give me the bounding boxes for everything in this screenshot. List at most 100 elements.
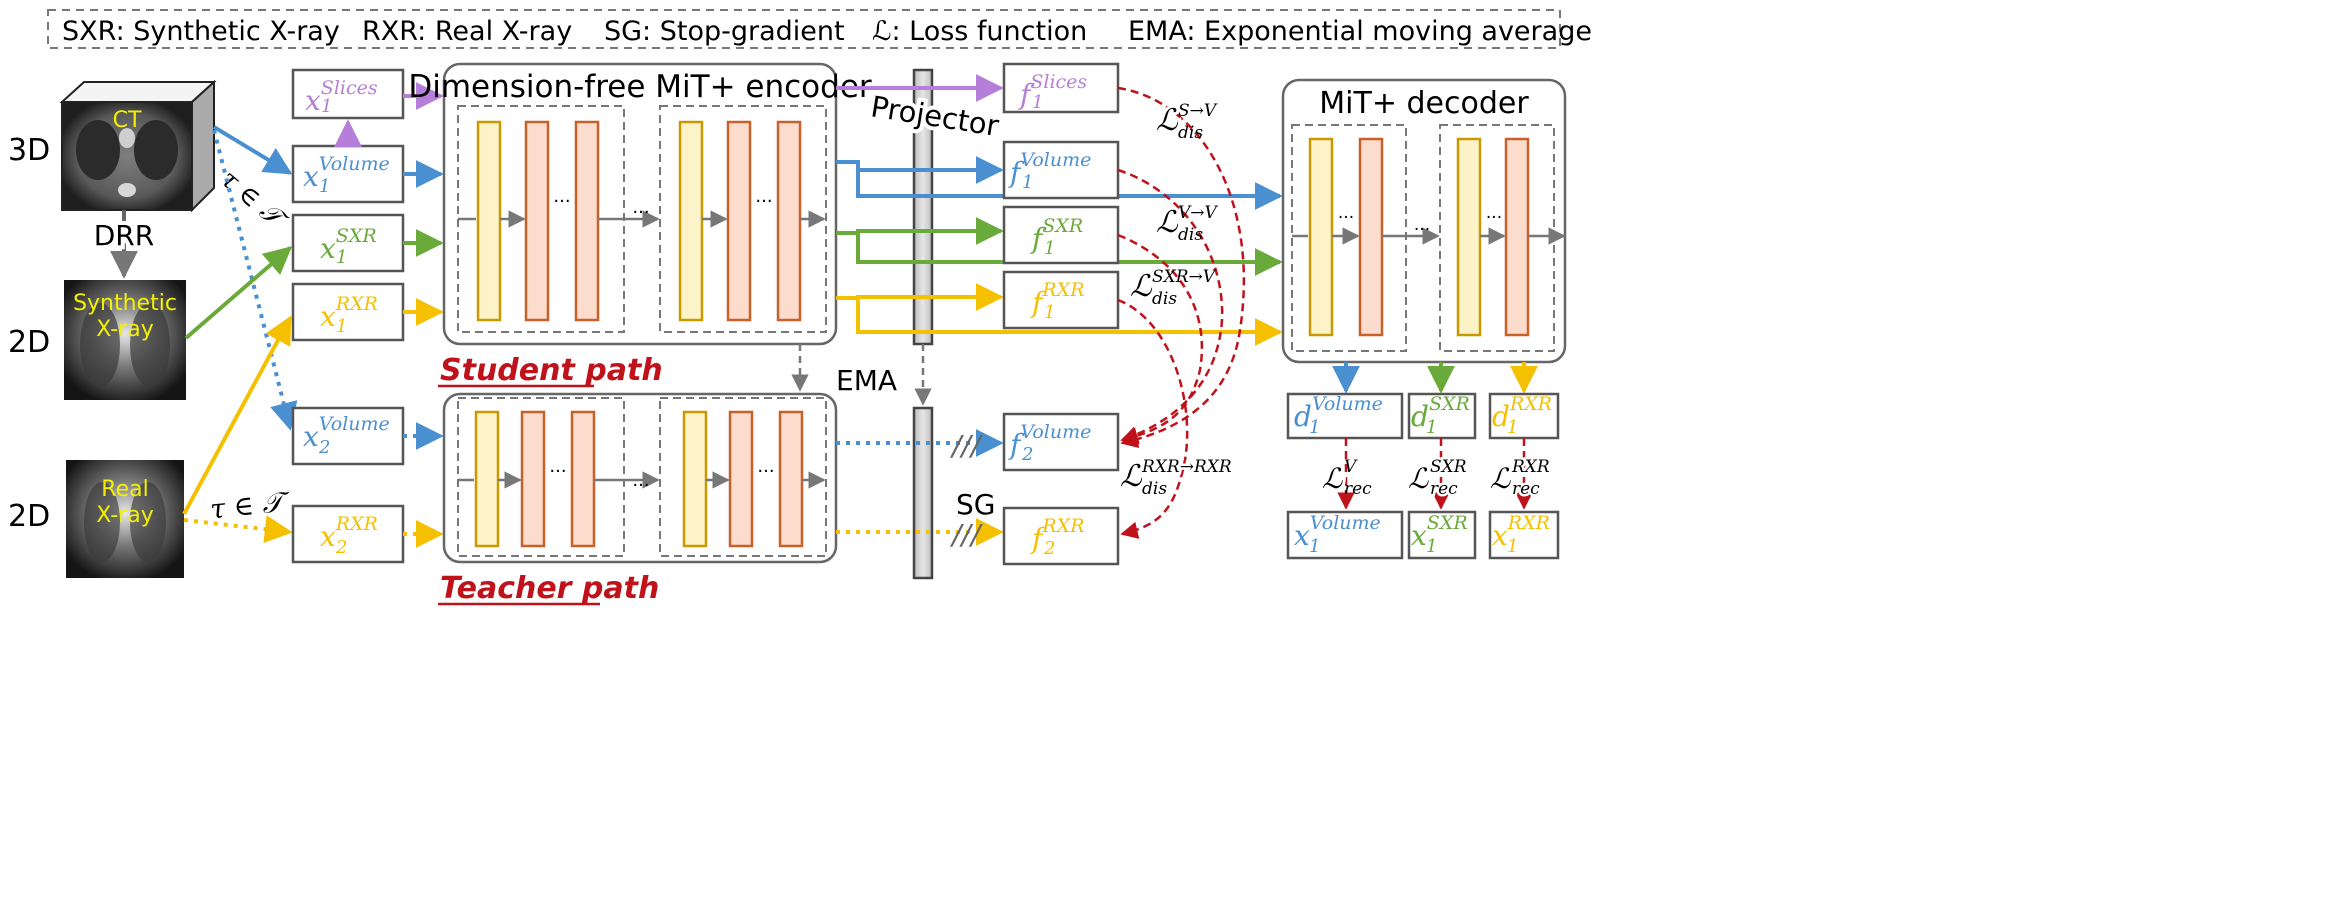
svg-text:2: 2 [1043, 538, 1055, 559]
svg-text:SXR→V: SXR→V [1152, 267, 1217, 287]
student-block-orange-1 [524, 120, 550, 322]
student-block-yellow-1 [476, 120, 502, 322]
decoder-block-yellow-1 [1308, 137, 1334, 337]
svg-text:dVolume: dVolume [1294, 393, 1383, 433]
svg-text:...: ... [1338, 203, 1354, 223]
decoded-d1-volume: dVolume 1 [1286, 392, 1404, 440]
loss-curve-volume [1117, 168, 1224, 444]
real-label-1: Real [101, 477, 148, 502]
svg-text:xVolume: xVolume [303, 413, 390, 453]
drr-label: DRR [94, 219, 154, 252]
arrow-enc-rxr [836, 283, 1004, 311]
svg-text:1: 1 [336, 247, 347, 268]
loss-curve-rxr [1117, 298, 1189, 539]
arrow-enc-rxr-decoder [856, 298, 1283, 346]
svg-text:2: 2 [1021, 444, 1033, 465]
legend: SXR: Synthetic X-ray RXR: Real X-ray SG:… [47, 9, 1592, 49]
loss-label-sxr2v: ℒ SXR→V dis [1127, 266, 1217, 309]
svg-text:1: 1 [1022, 172, 1033, 193]
real-xray-image: Real X-ray [66, 460, 184, 578]
input-x1-sxr: xSXR 1 [291, 213, 405, 273]
feature-f2-rxr: fRXR 2 [1002, 506, 1120, 566]
svg-text:rec: rec [1430, 479, 1458, 499]
input-x1-volume: xVolume 1 [291, 144, 405, 204]
svg-text:...: ... [553, 186, 570, 207]
arrow-ct-to-x1-volume [212, 125, 293, 175]
svg-text:1: 1 [321, 96, 332, 117]
svg-text:xSlices: xSlices [305, 77, 378, 117]
decoded-d1-sxr: dSXR 1 [1407, 392, 1477, 440]
svg-text:1: 1 [1507, 536, 1518, 557]
sg-label: SG [956, 488, 995, 521]
synthetic-label-2: X-ray [96, 317, 153, 342]
row-label-2d-real: 2D [8, 499, 50, 534]
decoded-d1-rxr: dRXR 1 [1488, 392, 1560, 440]
svg-text:...: ... [755, 186, 772, 207]
output-x1-volume: xVolume 1 [1286, 510, 1404, 560]
student-path-label: Student path [440, 353, 663, 388]
svg-text:...: ... [632, 197, 649, 218]
svg-text:rec: rec [1512, 479, 1540, 499]
feature-f1-sxr: fSXR 1 [1002, 205, 1120, 265]
input-x2-rxr: xRXR 2 [291, 504, 405, 564]
teacher-path-label: Teacher path [440, 571, 659, 606]
input-x2-volume: xVolume 2 [291, 406, 405, 466]
student-block-orange-4 [776, 120, 802, 322]
svg-text:xRXR: xRXR [320, 513, 378, 553]
decoder-block-orange-2 [1504, 137, 1530, 337]
legend-box [47, 9, 1561, 49]
svg-text:ℒ: ℒ [1490, 462, 1511, 495]
feature-f1-rxr: fRXR 1 [1002, 270, 1120, 330]
tau-label-lower: τ ∈ 𝒯 [209, 486, 293, 525]
arrow-real-to-x2-rxr [183, 515, 293, 544]
legend-loss: ℒ: Loss function [872, 16, 1087, 47]
svg-text:xSXR: xSXR [320, 225, 377, 265]
svg-text:ℒ: ℒ [1408, 462, 1429, 495]
svg-text:1: 1 [1426, 536, 1437, 557]
svg-text:2: 2 [335, 537, 347, 558]
decoder-block-orange-1 [1358, 137, 1384, 337]
svg-text:xRXR: xRXR [1492, 512, 1550, 552]
loss-curve-slices [1117, 86, 1245, 449]
output-x1-sxr: xSXR 1 [1407, 510, 1477, 560]
row-label-3d: 3D [8, 133, 50, 168]
svg-text:2: 2 [318, 437, 330, 458]
student-block-yellow-2 [678, 120, 704, 322]
svg-text:ℒ: ℒ [1156, 103, 1179, 138]
mit-decoder: MiT+ decoder ... ... ... [1281, 78, 1567, 364]
student-encoder: Dimension-free MiT+ encoder ... ... ... [408, 62, 872, 346]
teacher-block-yellow-1 [474, 410, 500, 548]
rec-loss-sxr: ℒ SXR rec [1405, 455, 1469, 502]
svg-text:xSXR: xSXR [1411, 512, 1468, 552]
svg-text:dSXR: dSXR [1411, 393, 1470, 433]
legend-sxr: SXR: Synthetic X-ray [62, 16, 340, 47]
svg-text:1: 1 [1426, 417, 1437, 438]
teacher-block-orange-3 [728, 410, 754, 548]
sg-marks-volume: /// [949, 429, 983, 462]
ema-label: EMA [836, 364, 897, 397]
svg-text:rec: rec [1344, 479, 1372, 499]
loss-label-s2v: ℒ S→V dis [1153, 100, 1218, 143]
svg-text:...: ... [1486, 203, 1502, 223]
projector-teacher [912, 406, 934, 580]
projector-label: Projector [868, 89, 1001, 143]
input-x1-rxr: xRXR 1 [291, 282, 405, 342]
svg-text:S→V: S→V [1178, 101, 1218, 121]
arrow-real-to-x1-rxr [182, 315, 292, 515]
decoder-title: MiT+ decoder [1319, 86, 1529, 121]
svg-text:xVolume: xVolume [303, 153, 390, 193]
svg-text:1: 1 [1309, 536, 1320, 557]
svg-text:1: 1 [1044, 302, 1055, 323]
rec-loss-rxr: ℒ RXR rec [1487, 455, 1552, 502]
teacher-block-orange-4 [778, 410, 804, 548]
feature-f2-volume: fVolume 2 [1002, 412, 1120, 472]
svg-text:xRXR: xRXR [320, 293, 378, 333]
svg-text:dis: dis [1152, 289, 1177, 309]
svg-text:RXR: RXR [1511, 457, 1550, 477]
legend-sg: SG: Stop-gradient [604, 16, 845, 47]
tau-label-upper: τ ∈ 𝒯 [215, 164, 294, 237]
input-x1-slices: xSlices 1 [291, 68, 405, 120]
legend-ema: EMA: Exponential moving average [1128, 16, 1592, 47]
teacher-encoder: ... ... ... [442, 392, 838, 564]
